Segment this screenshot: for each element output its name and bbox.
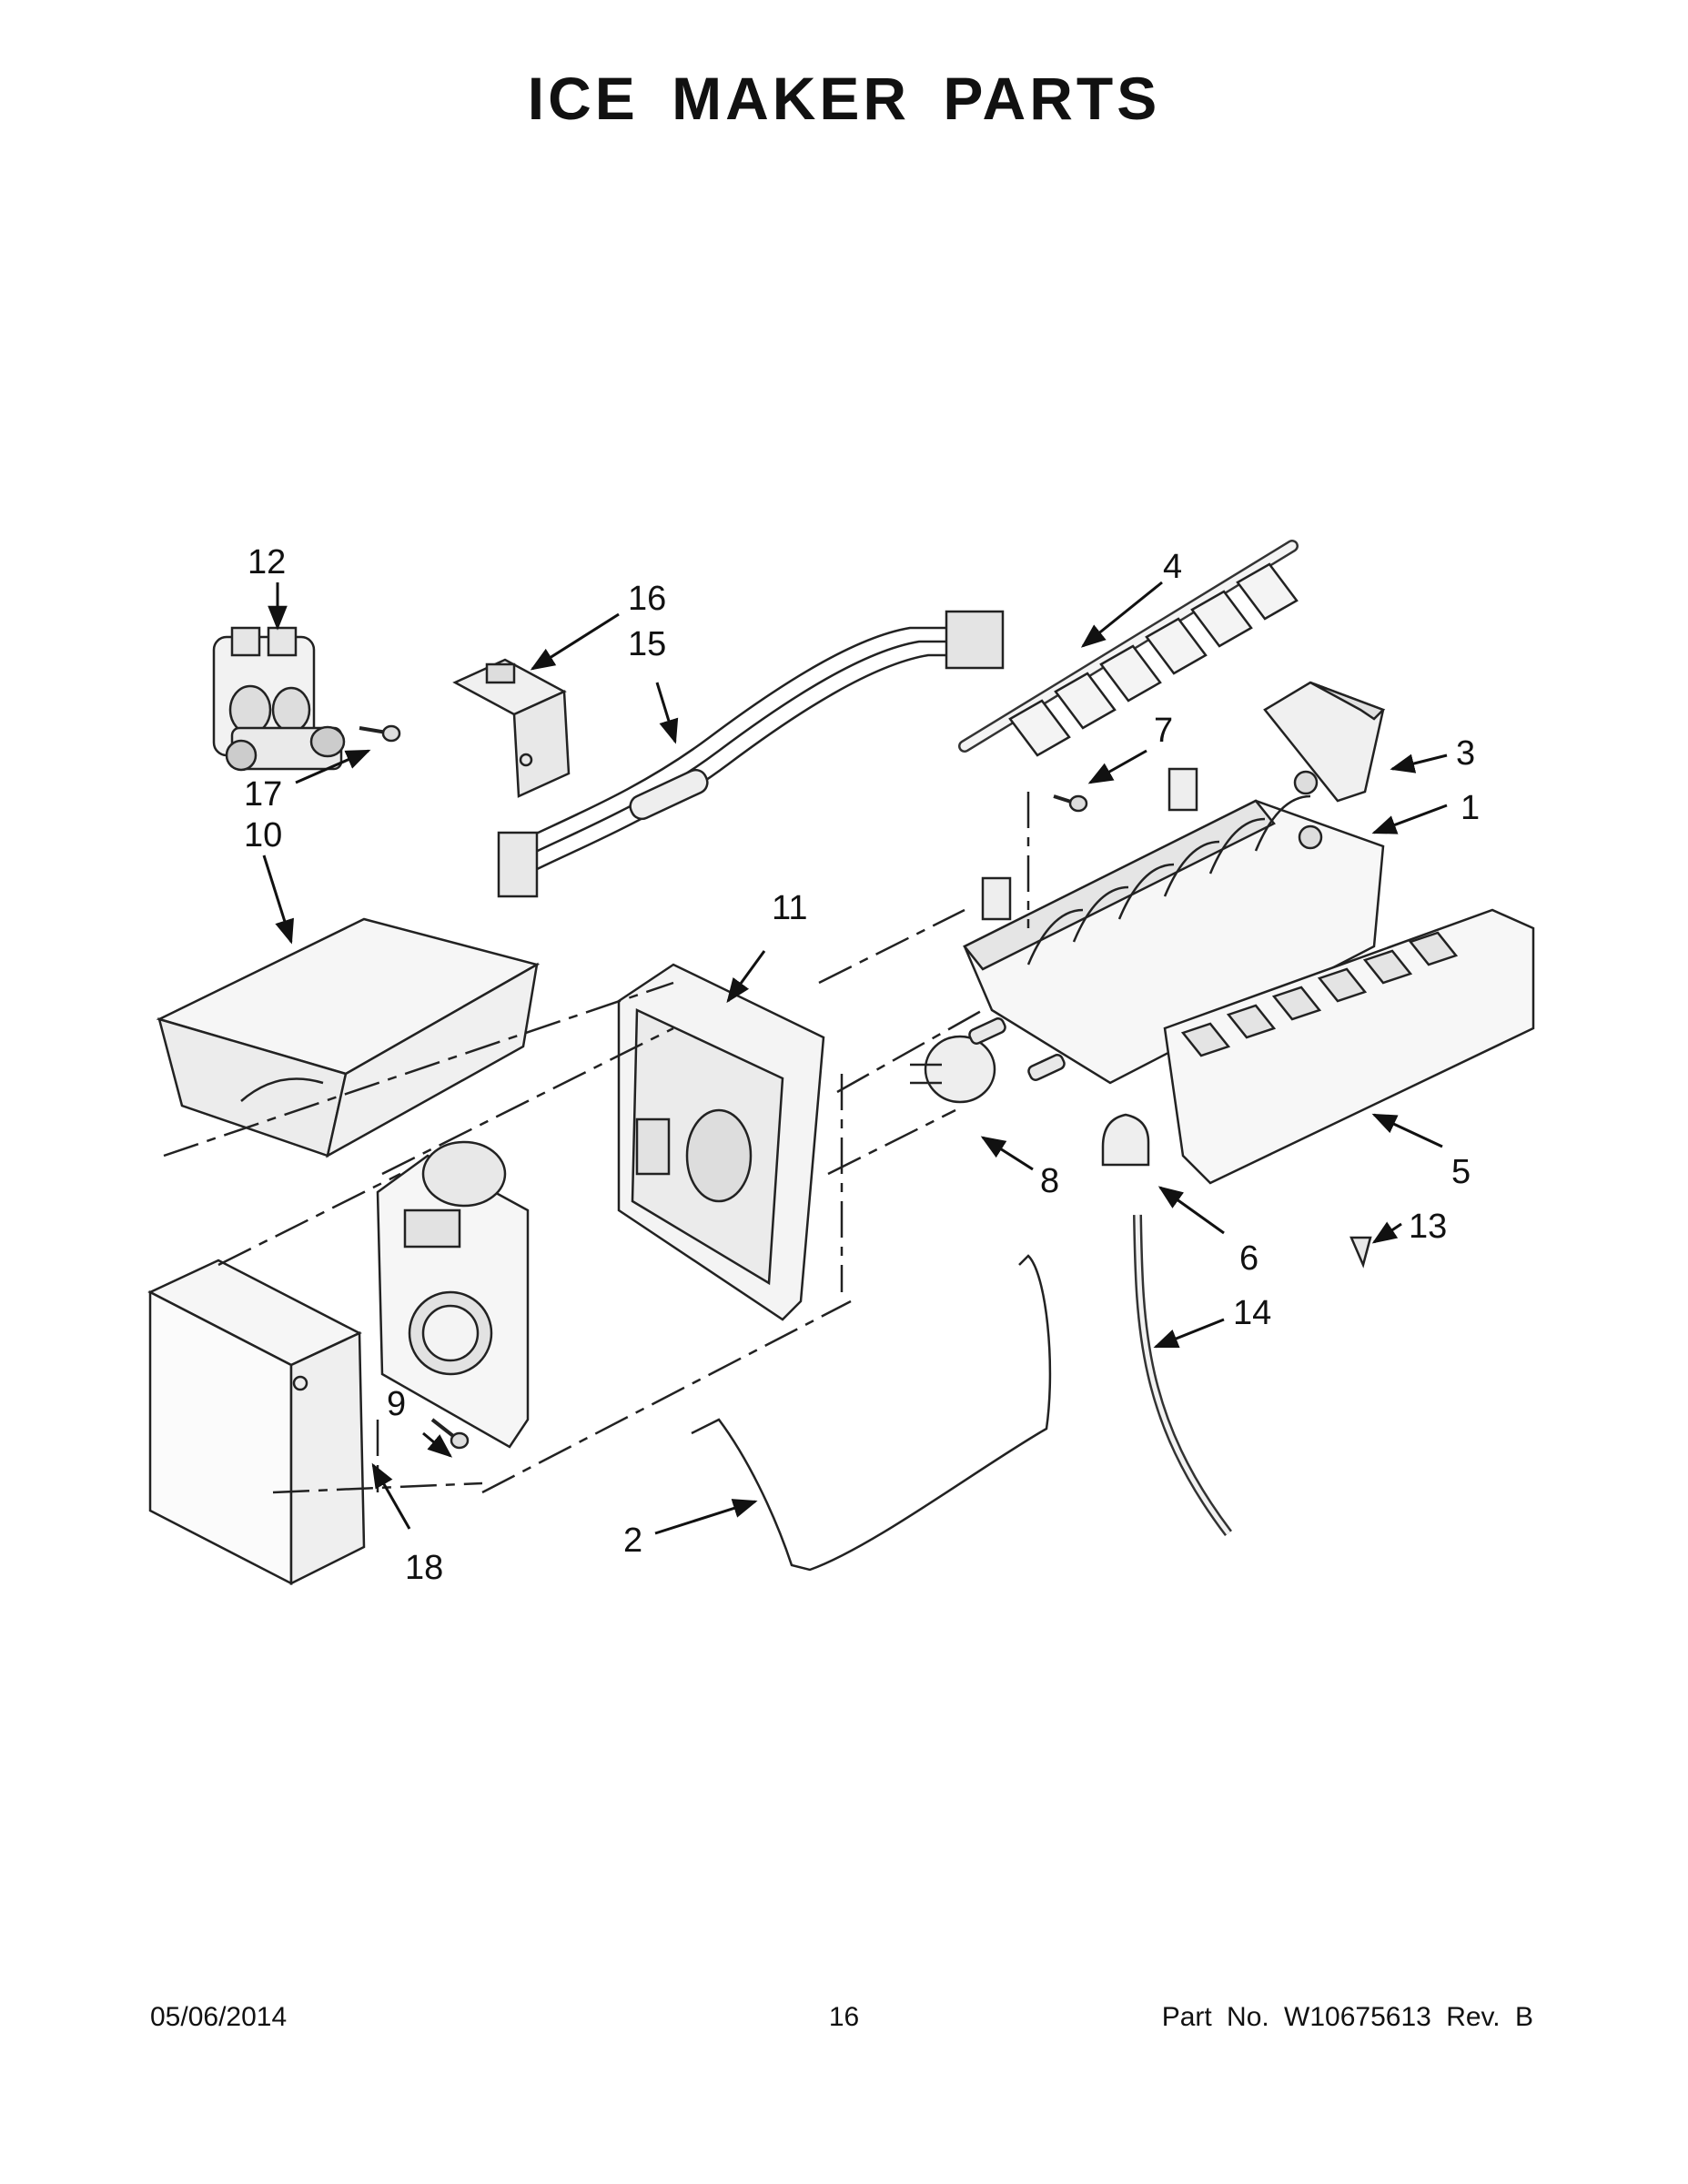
callout-12: 12 — [248, 543, 286, 581]
front-cover-part — [150, 1260, 364, 1583]
callout-6: 6 — [1239, 1239, 1258, 1278]
mold-cover-part — [1265, 682, 1383, 801]
wire-harness-part — [499, 612, 1003, 896]
callout-8: 8 — [1040, 1162, 1059, 1200]
callout-7: 7 — [1154, 712, 1173, 750]
callout-13: 13 — [1409, 1208, 1447, 1246]
control-module-part — [378, 1142, 528, 1447]
mold-screw-part — [1054, 796, 1087, 811]
callout-3: 3 — [1456, 734, 1475, 773]
ejector-shaft-part — [965, 546, 1297, 755]
bracket-part — [455, 660, 569, 796]
clip-part — [1103, 1115, 1148, 1165]
footer-part-number: Part No. W10675613 Rev. B — [1161, 2002, 1533, 2032]
callout-18: 18 — [405, 1549, 443, 1587]
footer-date: 05/06/2014 — [150, 2002, 288, 2032]
fill-tube-part — [1137, 1215, 1228, 1533]
callout-10: 10 — [244, 816, 282, 854]
callout-5: 5 — [1451, 1153, 1471, 1191]
callout-15: 15 — [628, 625, 666, 663]
callout-11: 11 — [772, 889, 807, 927]
shutoff-arm-part — [692, 1256, 1050, 1570]
ice-bucket-part — [159, 919, 537, 1156]
page-title: ICE MAKER PARTS — [527, 65, 1161, 132]
callout-17: 17 — [244, 775, 282, 814]
water-valve-part — [214, 628, 344, 770]
ice-mold-part — [965, 769, 1383, 1083]
ice-stripper-part — [1165, 910, 1533, 1183]
control-housing-part — [619, 965, 824, 1320]
callout-16: 16 — [628, 580, 666, 618]
plug-part — [1351, 1238, 1370, 1265]
valve-screw-part — [359, 726, 399, 741]
callout-2: 2 — [623, 1522, 642, 1560]
callout-1: 1 — [1461, 789, 1480, 827]
callout-9: 9 — [387, 1385, 406, 1423]
callout-14: 14 — [1233, 1294, 1271, 1332]
thermostat-part — [910, 1016, 1066, 1102]
callout-4: 4 — [1163, 548, 1182, 586]
footer-page-number: 16 — [828, 2002, 860, 2032]
